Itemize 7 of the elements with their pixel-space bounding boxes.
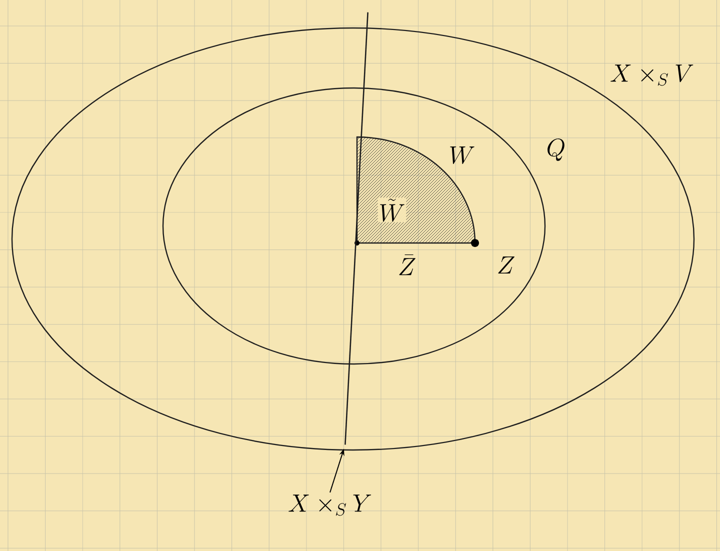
formula-label: $\tilde{W}$ <box>378 198 406 222</box>
formula-label: $Q$ <box>548 138 564 161</box>
formula-label: $\bar{Z}$ <box>399 254 416 276</box>
formula-label: $X\times_S Y$ <box>288 494 372 516</box>
formula-label: $X\times_S V$ <box>610 64 694 86</box>
formula-label: $Z$ <box>498 256 514 274</box>
formula-label: $W$ <box>450 146 474 164</box>
